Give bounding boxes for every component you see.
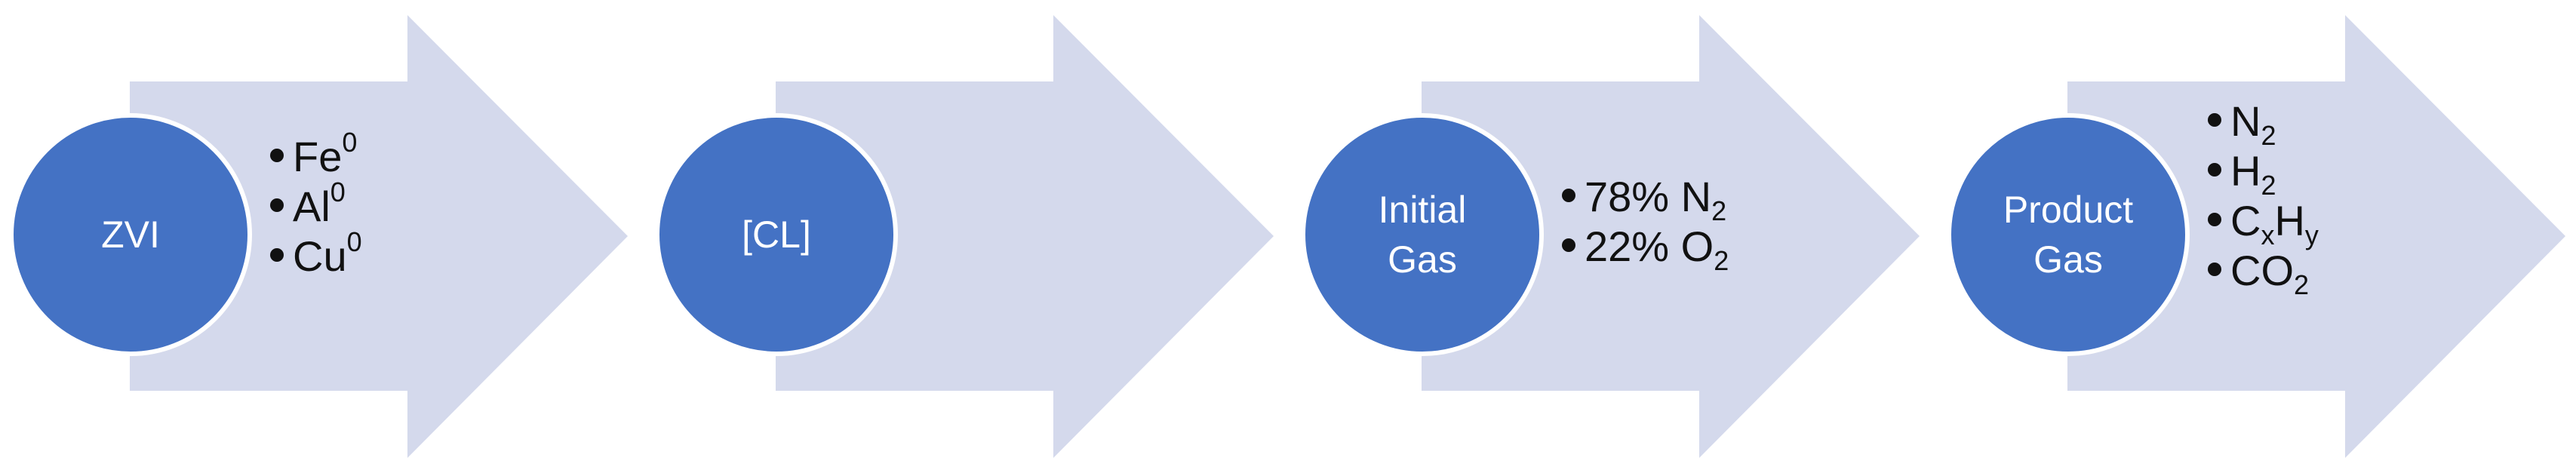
step-circle: ZVI xyxy=(9,113,252,356)
step-cl: [CL] xyxy=(646,0,1295,473)
bullet-item: Al0 xyxy=(270,179,362,232)
chevron-arrow-shape xyxy=(776,15,1274,458)
step-zvi: ZVI Fe0 Al0 Cu0 xyxy=(0,0,649,473)
chevron-arrow-shape xyxy=(2067,15,2565,458)
step-circle: Product Gas xyxy=(1947,113,2190,356)
bullet-item: Cu0 xyxy=(270,229,362,281)
bullet-item: CO2 xyxy=(2208,246,2319,299)
step-circle: [CL] xyxy=(655,113,898,356)
bullet-item: Fe0 xyxy=(270,129,362,182)
step-bullet-list: 78% N2 22% O2 xyxy=(1562,172,1729,275)
bullet-item: N2 xyxy=(2208,97,2319,149)
step-initial-gas: Initial Gas 78% N2 22% O2 xyxy=(1292,0,1941,473)
bullet-item: 22% O2 xyxy=(1562,222,1729,275)
step-circle: Initial Gas xyxy=(1301,113,1544,356)
step-bullet-list: Fe0 Al0 Cu0 xyxy=(270,129,362,281)
bullet-item: H2 xyxy=(2208,146,2319,199)
step-product-gas: Product Gas N2 H2 CxHy CO2 xyxy=(1938,0,2576,473)
bullet-item: CxHy xyxy=(2208,196,2319,249)
bullet-item: 78% N2 xyxy=(1562,172,1729,225)
chevron-arrow-shape xyxy=(130,15,628,458)
chevron-arrow-shape xyxy=(1422,15,1920,458)
step-bullet-list: N2 H2 CxHy CO2 xyxy=(2208,97,2319,299)
